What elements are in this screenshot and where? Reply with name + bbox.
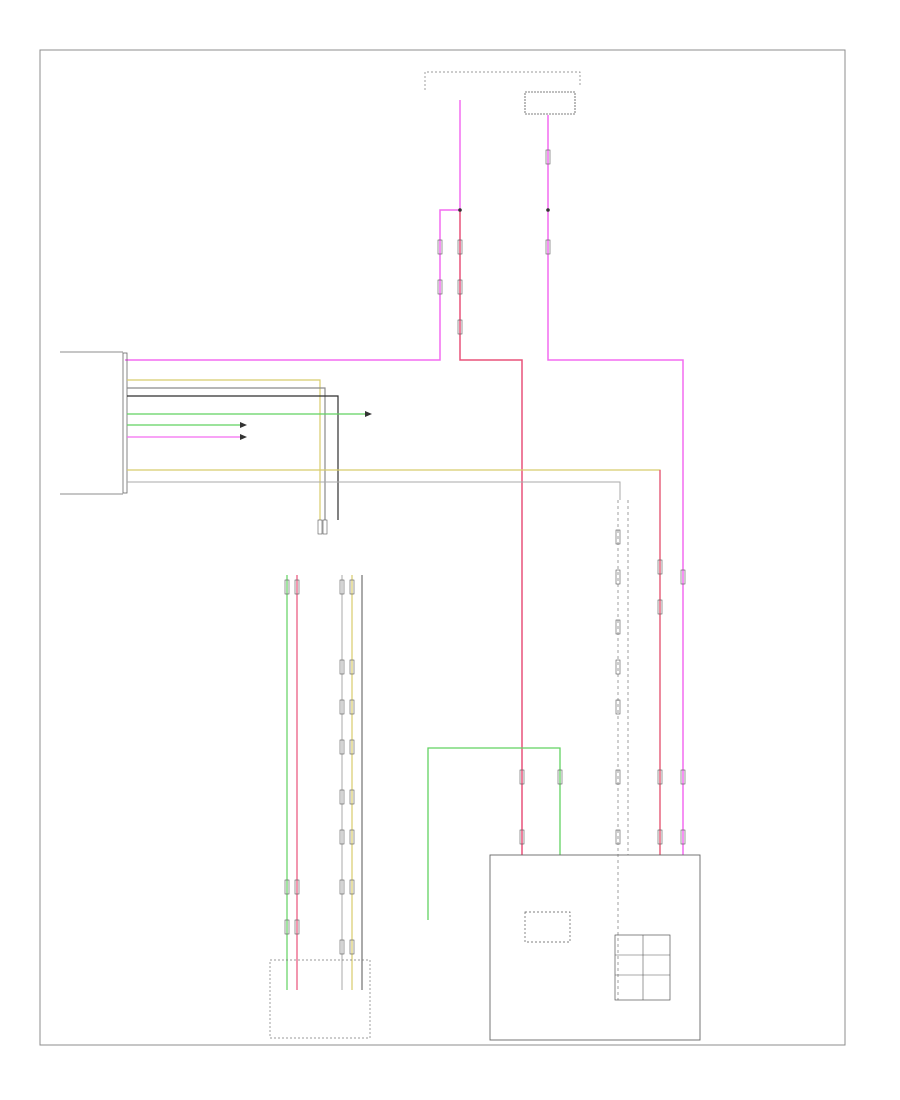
gray-wire-1 xyxy=(127,387,326,520)
connector-pin xyxy=(615,619,621,635)
connector-pins xyxy=(284,149,686,955)
pink-wire-left-branch xyxy=(125,209,460,361)
gray-wire-2 xyxy=(127,481,621,500)
pink-wire-top-right xyxy=(547,115,684,855)
connector-pin xyxy=(339,879,345,895)
connector-pin xyxy=(284,919,290,935)
connector-pin xyxy=(680,769,686,785)
yellow-wire-1 xyxy=(127,379,321,520)
connector-pin xyxy=(557,769,563,785)
connector-pin xyxy=(680,829,686,845)
connector-pin xyxy=(339,699,345,715)
connector-pin xyxy=(519,769,525,785)
connector-pin xyxy=(457,319,463,335)
connector-pin xyxy=(339,739,345,755)
inner-grid xyxy=(614,934,671,1001)
connector-pin xyxy=(349,879,355,895)
connector-pin xyxy=(657,599,663,615)
green-wire-ground xyxy=(427,747,561,920)
inner-box xyxy=(524,911,571,943)
connector-pin xyxy=(322,519,328,535)
connector-pin xyxy=(457,239,463,255)
connector-pin xyxy=(317,519,323,535)
arrow-head xyxy=(240,434,247,440)
connector-pin xyxy=(349,699,355,715)
splice-dot xyxy=(546,208,550,212)
connector-pin xyxy=(349,789,355,805)
connector-pin xyxy=(680,569,686,585)
yellow-wire-2 xyxy=(127,469,661,855)
connector-pin xyxy=(615,659,621,675)
splice-dot xyxy=(458,208,462,212)
connector-pin xyxy=(349,939,355,955)
pink-wire-right-branch xyxy=(459,210,523,855)
connector-pin xyxy=(339,829,345,845)
connector-pin xyxy=(657,829,663,845)
connector-pin xyxy=(657,769,663,785)
right-junction-box xyxy=(489,854,701,1041)
bottom-left-module xyxy=(269,959,371,1039)
arrow-head xyxy=(365,411,372,417)
connector-pin xyxy=(349,739,355,755)
left-module-pins xyxy=(122,352,128,494)
connector-pin xyxy=(615,699,621,715)
connector-pin xyxy=(339,579,345,595)
connector-pin xyxy=(339,939,345,955)
left-module xyxy=(60,351,128,495)
connector-pin xyxy=(349,579,355,595)
diagram-border xyxy=(39,49,846,1046)
top-right-component-box xyxy=(524,91,576,115)
top-connector-group xyxy=(424,71,581,115)
junction-box xyxy=(489,854,701,1041)
connector-pin xyxy=(615,769,621,785)
connector-pin xyxy=(294,919,300,935)
arrow-head xyxy=(240,422,247,428)
connector-pin xyxy=(339,659,345,675)
connector-pin xyxy=(284,579,290,595)
dark-wire-1 xyxy=(127,395,339,520)
top-dashed-box xyxy=(424,71,581,90)
connector-pin xyxy=(615,569,621,585)
connector-pin xyxy=(339,789,345,805)
connector-pin xyxy=(349,829,355,845)
connector-pin xyxy=(519,829,525,845)
connector-pin xyxy=(657,559,663,575)
connector-pin xyxy=(545,149,551,165)
connector-pin xyxy=(457,279,463,295)
connector-pin xyxy=(615,829,621,845)
connector-pin xyxy=(294,879,300,895)
connector-pin xyxy=(349,659,355,675)
connector-pin xyxy=(294,579,300,595)
connector-pin xyxy=(545,239,551,255)
connector-pin xyxy=(284,879,290,895)
connector-pin xyxy=(437,239,443,255)
connector-pin xyxy=(615,529,621,545)
connector-pin xyxy=(437,279,443,295)
bottom-left-module-box xyxy=(269,959,371,1039)
